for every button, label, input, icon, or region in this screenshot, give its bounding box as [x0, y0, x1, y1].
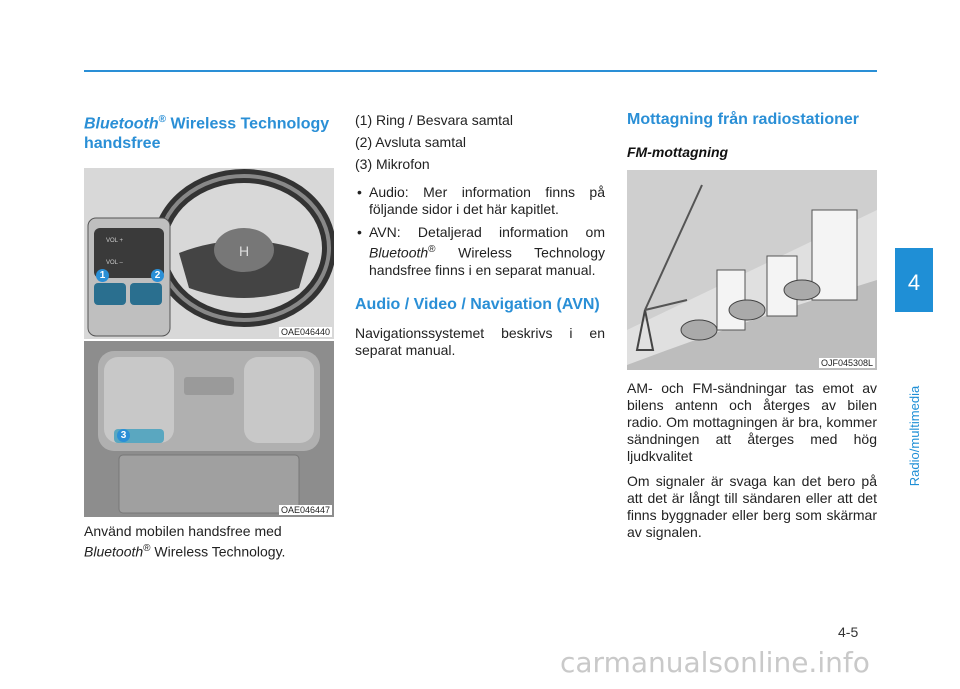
fm-reception-illustration: [627, 170, 877, 370]
svg-text:VOL +: VOL +: [106, 238, 123, 244]
header-rule: [84, 70, 877, 72]
callout-1: 1: [96, 269, 109, 283]
list-item: (1) Ring / Besvara samtal: [355, 112, 513, 128]
svg-text:VOL –: VOL –: [106, 260, 123, 266]
avn-body: Navigationssystemet beskrivs i en separa…: [355, 324, 605, 358]
callout-3: 3: [117, 429, 130, 443]
chapter-title: Radio/multimedia: [907, 385, 922, 487]
svg-text:H: H: [239, 243, 249, 259]
fm-paragraph-1: AM- och FM-sändningar tas emot av bilens…: [627, 380, 877, 464]
chapter-title-box: Radio/multimedia: [895, 312, 933, 486]
list-item: (2) Avsluta samtal: [355, 134, 467, 150]
steering-wheel-illustration: H VOL + VOL –: [84, 168, 334, 340]
list-item: (3) Mikrofon: [355, 156, 430, 172]
overhead-console-image: 3 OAE046447: [84, 341, 334, 518]
avn-heading: Audio / Video / Navigation (AVN): [355, 295, 600, 313]
column-controls: (1) Ring / Besvara samtal (2) Avsluta sa…: [355, 110, 605, 359]
image-code-1: OAE046440: [278, 327, 332, 338]
image-code-3: OJF045308L: [818, 358, 875, 368]
watermark: carmanualsonline.info: [560, 646, 870, 679]
image-code-2: OAE046447: [278, 505, 332, 516]
chapter-number: 4: [895, 256, 933, 310]
chapter-tab: 4 Radio/multimedia: [895, 248, 933, 486]
bullet-avn: AVN: Detaljerad information om Bluetooth…: [357, 224, 605, 279]
bluetooth-heading: Bluetooth® Wireless Technology handsfree: [84, 114, 330, 153]
page-number: 4-5: [838, 624, 859, 640]
bullet-list: Audio: Mer information finns på följande…: [355, 184, 605, 279]
controls-list: (1) Ring / Besvara samtal (2) Avsluta sa…: [355, 110, 605, 174]
callout-2: 2: [151, 269, 164, 283]
fm-paragraph-2: Om signaler är svaga kan det bero på att…: [627, 473, 877, 540]
fm-reception-image: OJF045308L: [627, 170, 877, 370]
column-radio: Mottagning från radiostationer FM-mottag…: [627, 110, 877, 541]
radio-heading: Mottagning från radiostationer: [627, 111, 859, 128]
column-bluetooth: Bluetooth® Wireless Technology handsfree…: [84, 110, 334, 561]
steering-wheel-image: H VOL + VOL – 1 2 OAE046440: [84, 168, 334, 340]
bullet-audio: Audio: Mer information finns på följande…: [357, 184, 605, 218]
fm-subheading: FM-mottagning: [627, 144, 729, 160]
